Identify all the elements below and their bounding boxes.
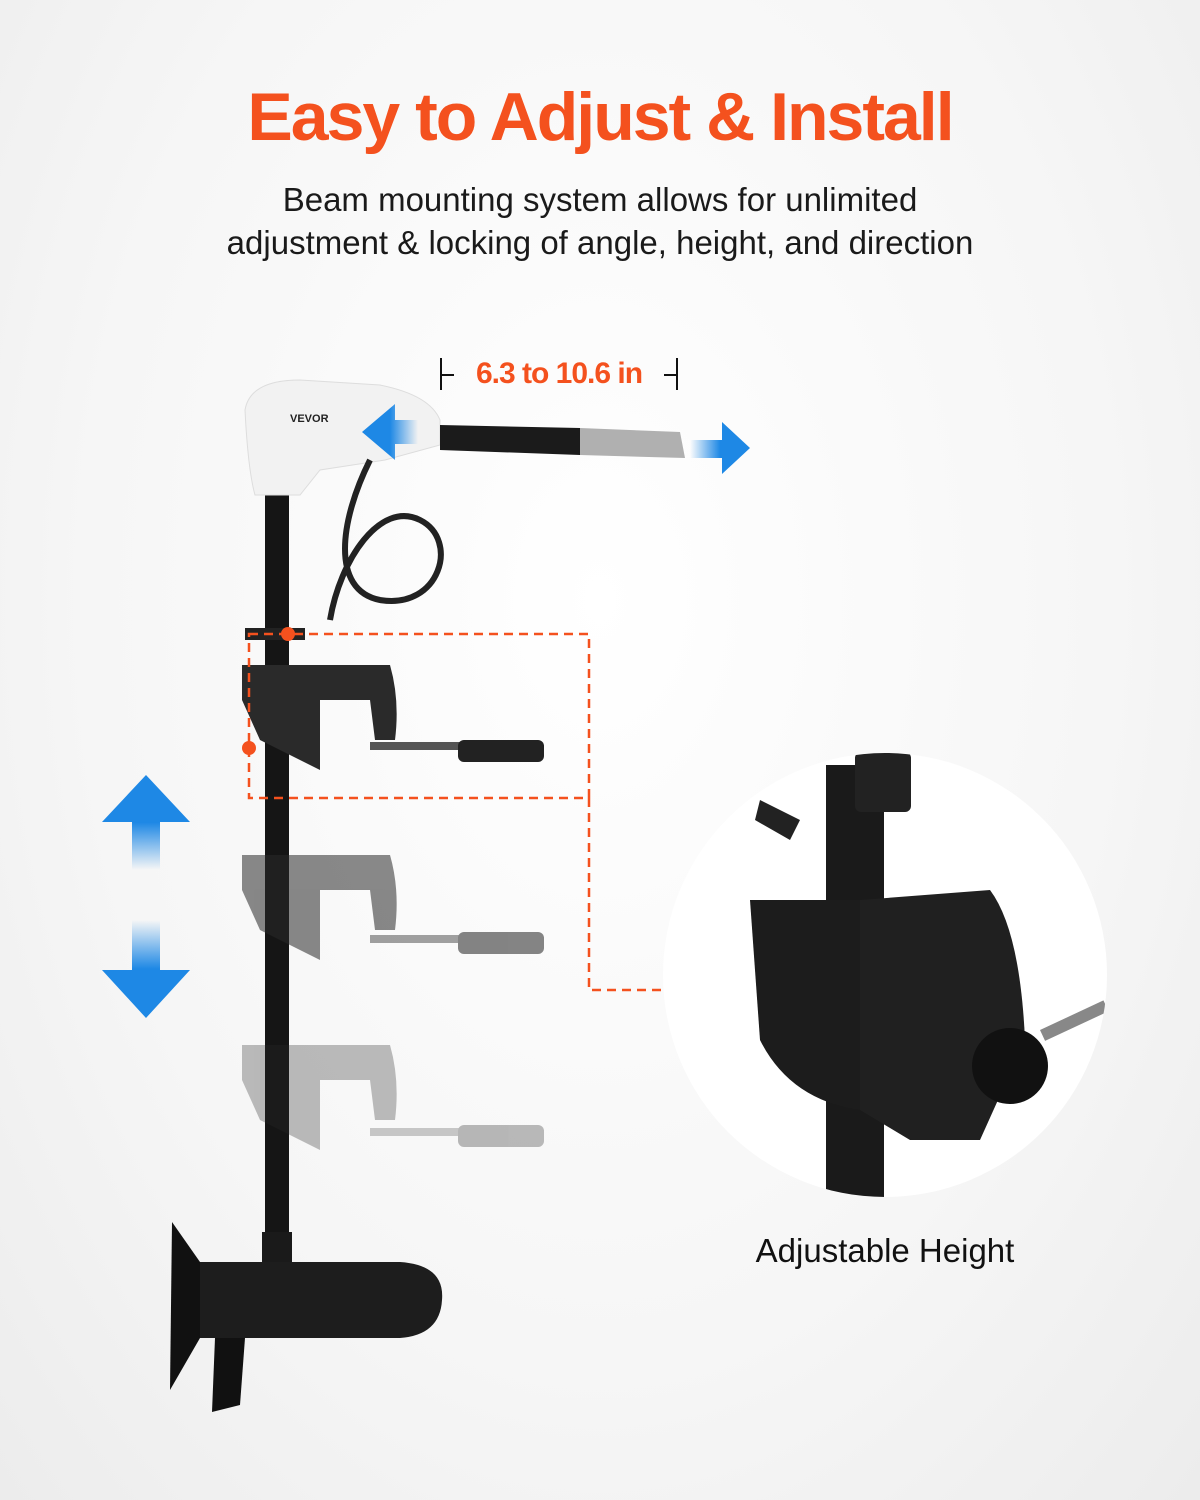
mount-clamp-ghost: [242, 855, 544, 960]
power-cable: [327, 458, 444, 621]
subtitle-line-1: Beam mounting system allows for unlimite…: [282, 181, 918, 218]
propeller: [170, 1222, 200, 1390]
subtitle-line-2: adjustment & locking of angle, height, a…: [226, 224, 974, 261]
skeg: [212, 1338, 245, 1412]
arrow-up-icon: [102, 775, 190, 870]
dimension-line-right: [664, 374, 678, 376]
callout-dot: [242, 741, 256, 755]
detail-caption: Adjustable Height: [755, 1232, 1015, 1269]
dimension-label: 6.3 to 10.6 in: [475, 357, 643, 390]
tiller-extension-dimension: 6.3 to 10.6 in: [440, 356, 678, 392]
page-title: Easy to Adjust & Install: [247, 79, 954, 155]
mount-clamp-ghost: [242, 1045, 544, 1150]
mount-clamp: [242, 628, 544, 770]
arrow-right-icon: [690, 422, 750, 474]
dimension-line-left: [440, 374, 454, 376]
subtitle: Beam mounting system allows for unlimite…: [0, 178, 1200, 264]
detail-clamp-closeup: [750, 753, 1107, 1197]
callout-dot: [281, 627, 295, 641]
tiller-grip: [440, 425, 580, 455]
arrow-left-icon: [362, 404, 418, 460]
arrow-down-icon: [102, 920, 190, 1018]
callout-box: [247, 632, 591, 800]
callout-leader: [587, 798, 662, 992]
motor-housing: [200, 1262, 443, 1338]
tiller-extension: [580, 428, 685, 458]
dimension-bracket-right: [676, 358, 678, 390]
brand-logo: VEVOR: [290, 413, 329, 425]
